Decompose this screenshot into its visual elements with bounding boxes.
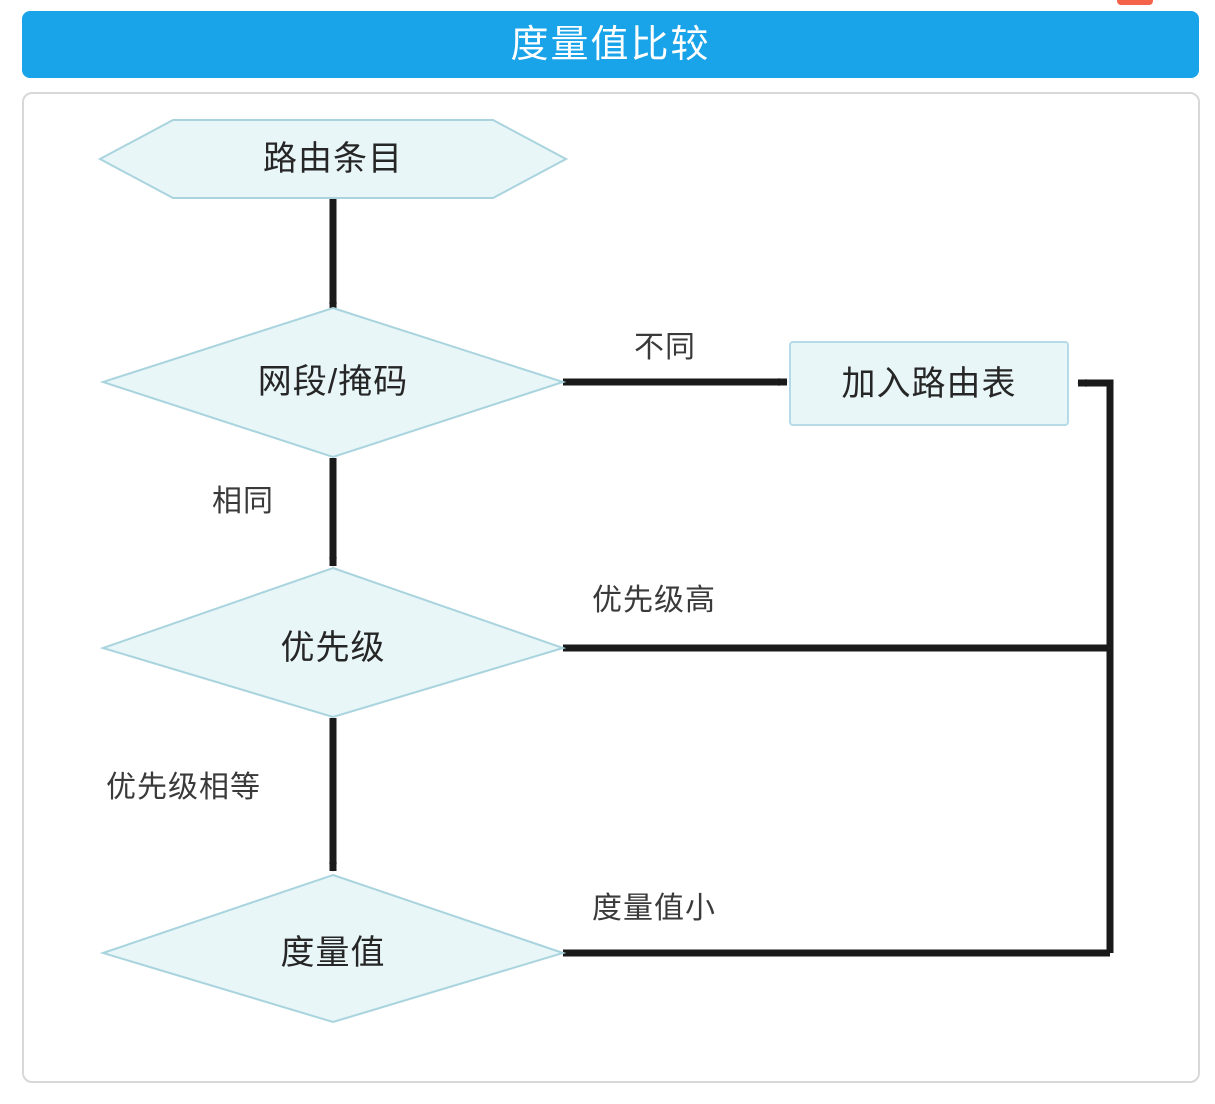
node-group bbox=[97, 119, 1069, 1024]
node-priority[interactable] bbox=[99, 566, 567, 719]
node-label-priority: 优先级 bbox=[280, 629, 386, 667]
edge-label-different: 不同 bbox=[634, 331, 696, 364]
top-notification-nub-icon bbox=[1117, 0, 1153, 5]
page-title: 度量值比较 bbox=[510, 23, 711, 66]
header-bar: 度量值比较 bbox=[22, 11, 1199, 78]
edge-label-priority-high: 优先级高 bbox=[592, 584, 716, 617]
edge-label-metric-small: 度量值小 bbox=[592, 892, 716, 925]
node-route-entry[interactable] bbox=[97, 119, 569, 199]
node-metric[interactable] bbox=[99, 873, 567, 1024]
node-label-network-mask: 网段/掩码 bbox=[257, 363, 409, 401]
edge-return-trunk bbox=[1077, 379, 1114, 953]
edge-label-same: 相同 bbox=[212, 485, 274, 518]
node-label-add-to-table: 加入路由表 bbox=[841, 365, 1017, 403]
node-network-mask[interactable] bbox=[99, 306, 567, 459]
node-label-route-entry: 路由条目 bbox=[263, 140, 403, 178]
connector-group bbox=[329, 197, 1114, 957]
node-label-metric: 度量值 bbox=[280, 934, 386, 972]
node-add-to-table[interactable] bbox=[789, 341, 1069, 426]
edge-label-priority-equal: 优先级相等 bbox=[106, 771, 261, 804]
